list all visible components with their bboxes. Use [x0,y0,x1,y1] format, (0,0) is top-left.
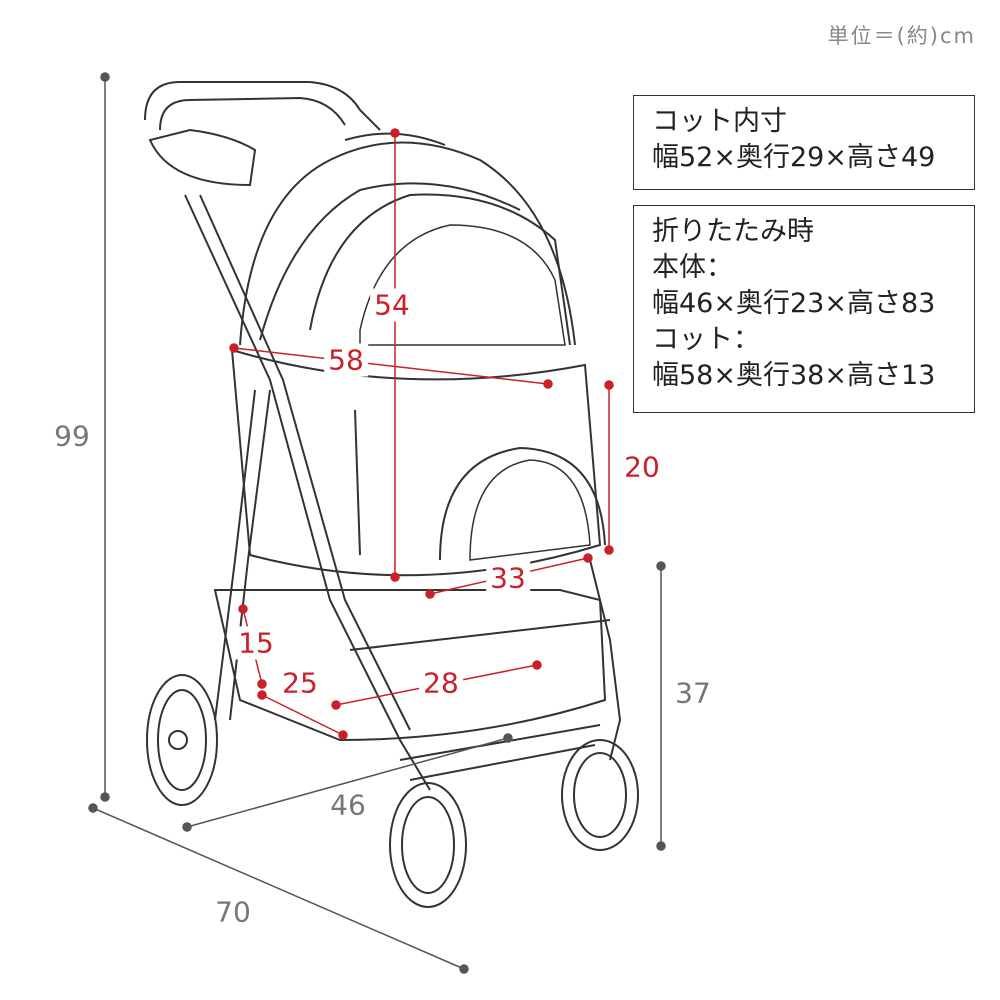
cot-depth-label: 33 [486,561,530,595]
folded-size-box: 折りたたみ時 本体： 幅46×奥行23×高さ83 コット： 幅58×奥行38×高… [633,205,975,413]
handle-height-label: 37 [675,676,711,710]
total-height-label: 99 [54,419,90,453]
red-dimension-lines [229,128,614,740]
depth-label: 70 [215,895,251,929]
cot-inner-dims: 幅52×奥行29×高さ49 [652,142,936,173]
folded-cot-label: コット： [652,324,760,355]
cot-width-label: 58 [324,343,368,377]
cot-height-label: 54 [370,288,414,322]
width-label: 46 [330,788,366,822]
folded-cot-dims: 幅58×奥行38×高さ13 [652,360,936,391]
basket-height-label: 15 [234,626,278,660]
folded-body-dims: 幅46×奥行23×高さ83 [652,288,936,319]
window-height-label: 20 [620,450,664,484]
basket-width-label: 28 [419,666,463,700]
unit-note: 単位＝(約)cm [827,24,976,48]
cot-inner-title: コット内寸 [652,106,787,137]
basket-depth-label: 25 [278,666,322,700]
folded-body-label: 本体： [652,252,733,283]
cot-inner-size-box: コット内寸 幅52×奥行29×高さ49 [633,95,975,190]
stroller-outline [144,81,639,908]
folded-title: 折りたたみ時 [652,216,814,247]
gray-dimension-lines [88,72,666,974]
